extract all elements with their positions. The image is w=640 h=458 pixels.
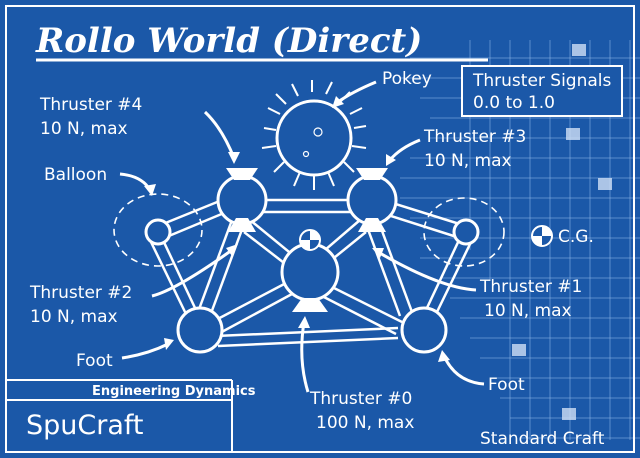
grid-highlight xyxy=(572,44,586,56)
pokey-label: Pokey xyxy=(382,69,432,89)
frame-border xyxy=(5,5,635,453)
brand-name: SpuCraft xyxy=(26,410,144,441)
label-pointers xyxy=(119,80,485,393)
foot-right xyxy=(400,306,448,354)
upper-left-node xyxy=(216,174,268,226)
cg-label: C.G. xyxy=(558,227,594,247)
thruster-2-force: 10 N, max xyxy=(30,307,118,327)
grid-highlight xyxy=(562,408,576,420)
balloon-label: Balloon xyxy=(44,165,107,185)
cg-marker-craft xyxy=(299,229,321,251)
pokey-sphere xyxy=(275,99,353,177)
thruster-2-name: Thruster #2 xyxy=(29,283,132,303)
thruster-0-nozzle xyxy=(292,298,328,312)
truss-structure xyxy=(148,194,474,348)
thruster-signals-box xyxy=(461,65,623,117)
foot-left-label: Foot xyxy=(76,351,113,371)
balloon-node-left xyxy=(144,218,172,246)
standard-craft-label: Standard Craft xyxy=(480,429,605,449)
diagram-title: Rollo World (Direct) xyxy=(35,21,422,61)
upper-right-node xyxy=(346,174,398,226)
balloon-right xyxy=(423,197,505,267)
thruster-1-name: Thruster #1 xyxy=(479,277,582,297)
thruster-3-name: Thruster #3 xyxy=(423,127,526,147)
title-block xyxy=(6,379,233,452)
thruster-3-force: 10 N, max xyxy=(424,151,512,171)
balloon-node-right xyxy=(452,218,480,246)
thruster-2-nozzle xyxy=(228,218,256,232)
foot-right-label: Foot xyxy=(488,375,525,395)
thruster-4-nozzle xyxy=(226,168,258,180)
thruster-1-nozzle xyxy=(358,218,386,232)
engineering-dynamics-label: Engineering Dynamics xyxy=(92,384,256,399)
pokey-detail xyxy=(302,150,310,158)
grid-highlight xyxy=(598,178,612,190)
thruster-0-force: 100 N, max xyxy=(316,413,414,433)
thruster-signals-range: 0.0 to 1.0 xyxy=(473,93,555,113)
grid-highlight xyxy=(566,128,580,140)
balloon-left xyxy=(113,193,203,267)
grid-highlight xyxy=(512,344,526,356)
pokey-spikes xyxy=(261,80,367,190)
thruster-signals-title: Thruster Signals xyxy=(472,71,612,91)
center-node xyxy=(280,242,340,302)
grid-overlay xyxy=(400,40,640,440)
thruster-0-name: Thruster #0 xyxy=(309,389,412,409)
thruster-4-name: Thruster #4 xyxy=(39,95,142,115)
cg-legend-icon xyxy=(531,225,553,247)
foot-left xyxy=(176,306,224,354)
thruster-1-force: 10 N, max xyxy=(484,301,572,321)
thruster-4-force: 10 N, max xyxy=(40,119,128,139)
thruster-3-nozzle xyxy=(356,168,388,180)
pokey-detail xyxy=(313,127,323,137)
